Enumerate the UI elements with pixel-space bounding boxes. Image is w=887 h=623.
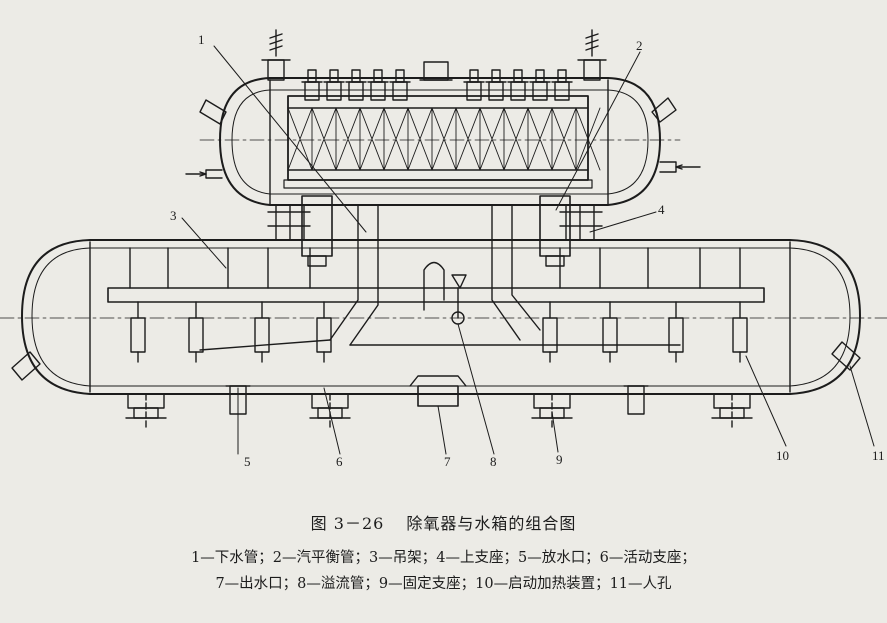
top-nozzle-neck bbox=[535, 69, 545, 83]
internal-packing bbox=[283, 95, 601, 189]
callout-labels: 1 2 3 4 5 6 7 8 9 10 11 bbox=[170, 32, 885, 469]
figure-title: 除氧器与水箱的组合图 bbox=[406, 514, 577, 533]
callout-3: 3 bbox=[170, 208, 177, 223]
top-nozzle bbox=[370, 81, 386, 101]
top-nozzle bbox=[466, 81, 482, 101]
heater-body bbox=[542, 317, 558, 353]
callout-5: 5 bbox=[244, 454, 251, 469]
top-nozzle bbox=[532, 81, 548, 101]
deaerator-water-tank-drawing: 1 2 3 4 5 6 7 8 9 10 11 bbox=[0, 29, 887, 469]
heater-body bbox=[254, 317, 270, 353]
callout-leaders bbox=[181, 45, 875, 455]
top-nozzle-neck bbox=[351, 69, 361, 83]
top-nozzles bbox=[301, 61, 573, 101]
callout-8: 8 bbox=[490, 454, 497, 469]
start-heating-devices bbox=[130, 301, 748, 363]
safety-valve-right bbox=[577, 29, 607, 81]
safety-valve-left bbox=[261, 29, 291, 81]
heater-body bbox=[602, 317, 618, 353]
callout-11: 11 bbox=[872, 448, 885, 463]
heater-body bbox=[668, 317, 684, 353]
callout-4: 4 bbox=[658, 202, 665, 217]
top-nozzle-neck bbox=[557, 69, 567, 83]
downcomer-pipes bbox=[199, 195, 681, 351]
callout-6: 6 bbox=[336, 454, 343, 469]
legend-line-2: 7—出水口；8—溢流管；9—固定支座；10—启动加热装置；11—人孔 bbox=[215, 576, 672, 592]
callout-10: 10 bbox=[776, 448, 789, 463]
heater-body bbox=[316, 317, 332, 353]
top-nozzle bbox=[304, 81, 320, 101]
top-nozzle-neck bbox=[373, 69, 383, 83]
overflow-pipe bbox=[423, 261, 467, 325]
upper-supports bbox=[267, 204, 603, 241]
heater-body bbox=[130, 317, 146, 353]
top-nozzle bbox=[488, 81, 504, 101]
top-nozzle bbox=[554, 81, 570, 101]
legend-line-1: 1—下水管；2—汽平衡管；3—吊架；4—上支座；5—放水口；6—活动支座； bbox=[191, 550, 696, 566]
top-nozzle-neck bbox=[329, 69, 339, 83]
top-nozzle bbox=[510, 81, 526, 101]
hangers bbox=[129, 247, 741, 289]
top-nozzle-neck bbox=[307, 69, 317, 83]
top-nozzle bbox=[326, 81, 342, 101]
deaerator-side-nozzles bbox=[185, 97, 701, 179]
figure-caption: 图 3－26 除氧器与水箱的组合图 bbox=[0, 510, 887, 534]
callout-2: 2 bbox=[636, 38, 643, 53]
callout-9: 9 bbox=[556, 452, 563, 467]
figure-number: 图 3－26 bbox=[310, 514, 385, 533]
top-nozzle-neck bbox=[469, 69, 479, 83]
top-nozzle bbox=[392, 81, 408, 101]
water-tank-vessel bbox=[0, 239, 887, 395]
heater-body bbox=[188, 317, 204, 353]
deaerator-vessel bbox=[199, 77, 681, 206]
top-nozzle bbox=[348, 81, 364, 101]
heating-header bbox=[107, 287, 765, 303]
heater-body bbox=[732, 317, 748, 353]
callout-7: 7 bbox=[444, 454, 451, 469]
top-nozzle-neck bbox=[513, 69, 523, 83]
callout-1: 1 bbox=[198, 32, 205, 47]
manholes bbox=[11, 341, 861, 381]
top-nozzle-neck bbox=[395, 69, 405, 83]
top-nozzle-neck bbox=[491, 69, 501, 83]
